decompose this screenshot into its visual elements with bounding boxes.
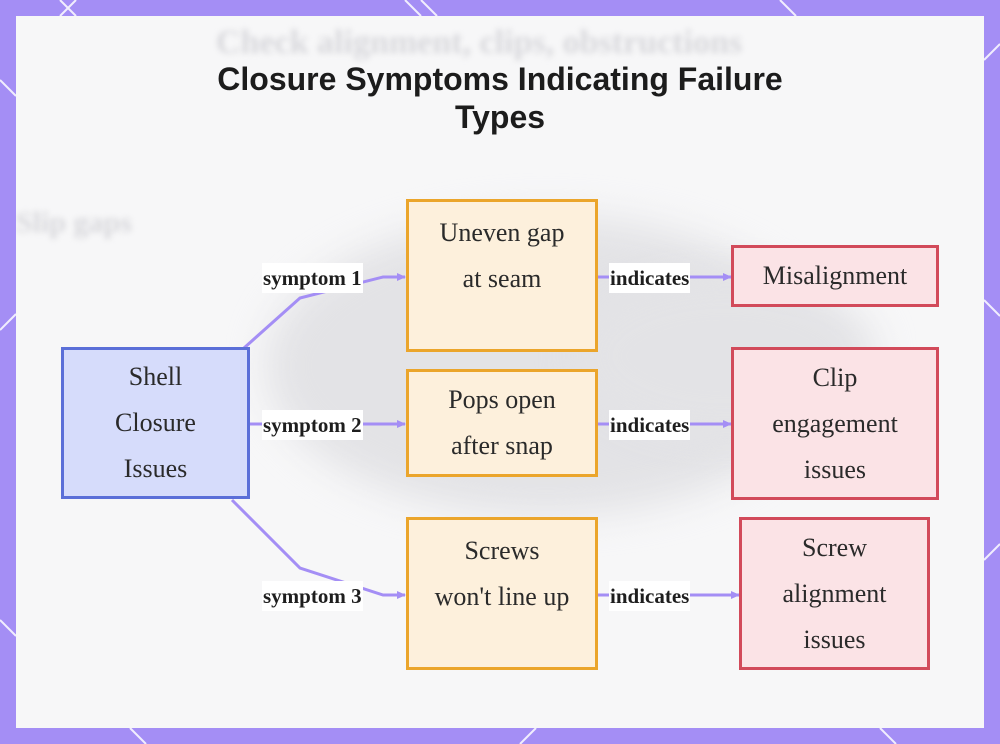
node-line: alignment: [782, 578, 887, 608]
node-shell-closure-issues: Shell Closure Issues: [61, 347, 250, 499]
background-ghost-text: Slip gaps: [16, 206, 132, 239]
node-line: Screw: [802, 532, 867, 562]
node-clip-engagement-issues: Clip engagement issues: [731, 347, 939, 500]
edge-label-indicates-1: indicates: [609, 263, 691, 293]
node-line: Uneven gap: [439, 218, 565, 247]
node-line: after snap: [451, 431, 553, 460]
node-line: Clip: [812, 362, 858, 392]
edge-label-indicates-3: indicates: [609, 581, 691, 611]
node-line: engagement: [772, 408, 898, 438]
edge-label-indicates-2: indicates: [609, 410, 691, 440]
node-line: at seam: [462, 264, 542, 293]
node-line: Closure: [115, 408, 196, 437]
node-screws-wont-line-up: Screws won't line up: [406, 517, 598, 670]
edge-label-symptom-1: symptom 1: [262, 263, 363, 293]
node-screw-alignment-issues: Screw alignment issues: [739, 517, 930, 670]
node-line: issues: [803, 624, 866, 654]
page-title: Closure Symptoms Indicating Failure Type…: [0, 60, 1000, 136]
node-line: Pops open: [448, 385, 556, 414]
edge-label-symptom-3: symptom 3: [262, 581, 363, 611]
node-line: won't line up: [434, 582, 570, 611]
title-line-2: Types: [454, 99, 546, 135]
node-pops-open: Pops open after snap: [406, 369, 598, 477]
node-line: Misalignment: [762, 261, 908, 290]
node-line: Shell: [128, 362, 183, 391]
background-ghost-text: Check alignment, clips, obstructions: [216, 24, 743, 61]
node-line: issues: [803, 454, 867, 484]
title-line-1: Closure Symptoms Indicating Failure: [217, 61, 783, 97]
node-line: Issues: [123, 454, 188, 483]
edge-label-symptom-2: symptom 2: [262, 410, 363, 440]
node-misalignment: Misalignment: [731, 245, 939, 307]
node-line: Screws: [464, 536, 540, 565]
node-uneven-gap: Uneven gap at seam: [406, 199, 598, 352]
